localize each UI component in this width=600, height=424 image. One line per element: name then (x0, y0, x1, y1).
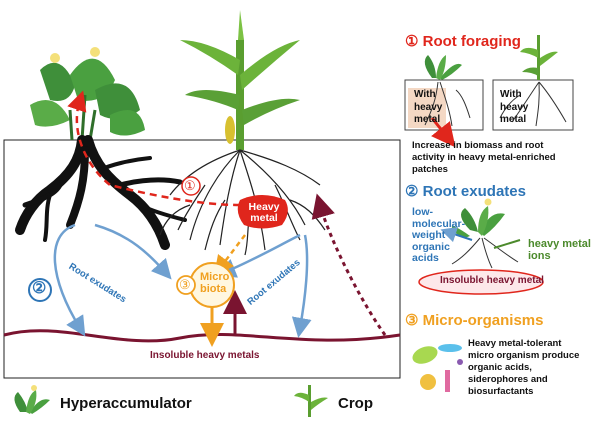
microbiota-label: Micro biota (200, 271, 230, 295)
legend-crop-label: Crop (338, 395, 373, 412)
insoluble-ellipse (418, 269, 544, 295)
marker-2: ② (32, 280, 47, 297)
organic-acids-label: low- molecular- weight organic acids (412, 206, 466, 265)
uptake-dotted-arrow (311, 193, 387, 336)
heavy-metal-label: Heavy metal (248, 201, 280, 225)
foraging-box-left-label: With heavy metal (414, 89, 443, 125)
insoluble-heavy-metal-label: Insoluble heavy metal (440, 275, 544, 286)
foraging-box-right (492, 79, 574, 131)
soil-box (3, 139, 401, 379)
micro-organisms-text: Heavy metal-tolerant micro organism prod… (468, 338, 580, 397)
foraging-arrow (67, 90, 241, 207)
exudate-arrow-micro (94, 223, 172, 280)
small-hyperaccumulator-icon (424, 55, 462, 80)
heavy-metal-blob (237, 195, 288, 229)
hyperaccumulator-plant-icon (30, 47, 145, 141)
foraging-caption: Increase in biomass and root activity in… (412, 140, 556, 175)
insoluble-metals-label: Insoluble heavy metals (150, 350, 260, 361)
insoluble-metals-line (3, 329, 401, 343)
exudate-arrow-right (291, 234, 312, 338)
exudate-arrow-left (53, 223, 86, 337)
root-exudates-title: ② Root exudates (405, 183, 526, 200)
micro-organisms-title: ③ Micro-organisms (405, 312, 544, 329)
legend-hyperaccumulator-icon (14, 385, 50, 414)
marker-3: ③ (179, 277, 191, 292)
exudate-plant-icon (451, 198, 505, 238)
crop-plant-icon (180, 10, 300, 150)
marker-1: ① (184, 178, 196, 193)
foraging-box-right-label: With heavy metal (500, 89, 529, 125)
small-crop-icon (520, 35, 558, 80)
metal-to-micro-arrow (213, 234, 246, 276)
metal-ions-label: heavy metal ions (528, 238, 591, 263)
microorganism-icons (412, 344, 463, 392)
hyperaccumulator-roots (15, 135, 187, 250)
legend-crop-icon (294, 385, 328, 417)
legend-hyperaccumulator-label: Hyperaccumulator (60, 395, 192, 412)
root-foraging-title: ① Root foraging (405, 33, 521, 50)
